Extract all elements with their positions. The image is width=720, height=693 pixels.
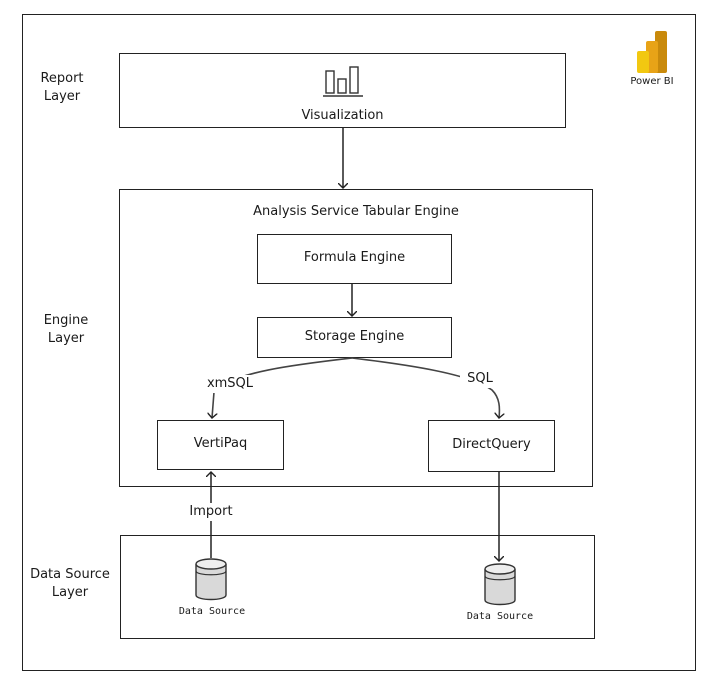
engine-title: Analysis Service Tabular Engine: [253, 204, 459, 219]
vertipaq-label: VertiPaq: [193, 436, 248, 451]
power-bi-icon: [637, 31, 667, 73]
layer-label-datasource: Data Source Layer: [30, 567, 110, 600]
formula-engine-label: Formula Engine: [303, 250, 406, 265]
edge-label-xmsql: xmSQL: [200, 375, 260, 393]
diagram-frame: [22, 14, 696, 671]
database-icon: [195, 558, 227, 601]
report-layer-box: Visualization: [119, 53, 566, 128]
edge-label-sql: SQL: [460, 370, 500, 388]
edge-label-import: Import: [183, 503, 239, 521]
power-bi-label: Power BI: [630, 76, 674, 87]
database-icon: [484, 563, 516, 606]
bar-chart-icon: [323, 66, 363, 97]
storage-engine-label: Storage Engine: [304, 329, 405, 344]
arrow-storage-to-directquery: [351, 357, 499, 418]
vertipaq-box: VertiPaq: [157, 420, 284, 470]
storage-engine-box: Storage Engine: [257, 317, 452, 358]
directquery-box: DirectQuery: [428, 420, 555, 472]
data-source-label-left: Data Source: [178, 606, 246, 617]
layer-label-report: Report Layer: [40, 71, 84, 104]
layer-label-engine: Engine Layer: [43, 313, 89, 346]
directquery-label: DirectQuery: [452, 437, 531, 452]
visualization-label: Visualization: [301, 108, 384, 123]
data-source-label-right: Data Source: [466, 611, 534, 622]
formula-engine-box: Formula Engine: [257, 234, 452, 284]
